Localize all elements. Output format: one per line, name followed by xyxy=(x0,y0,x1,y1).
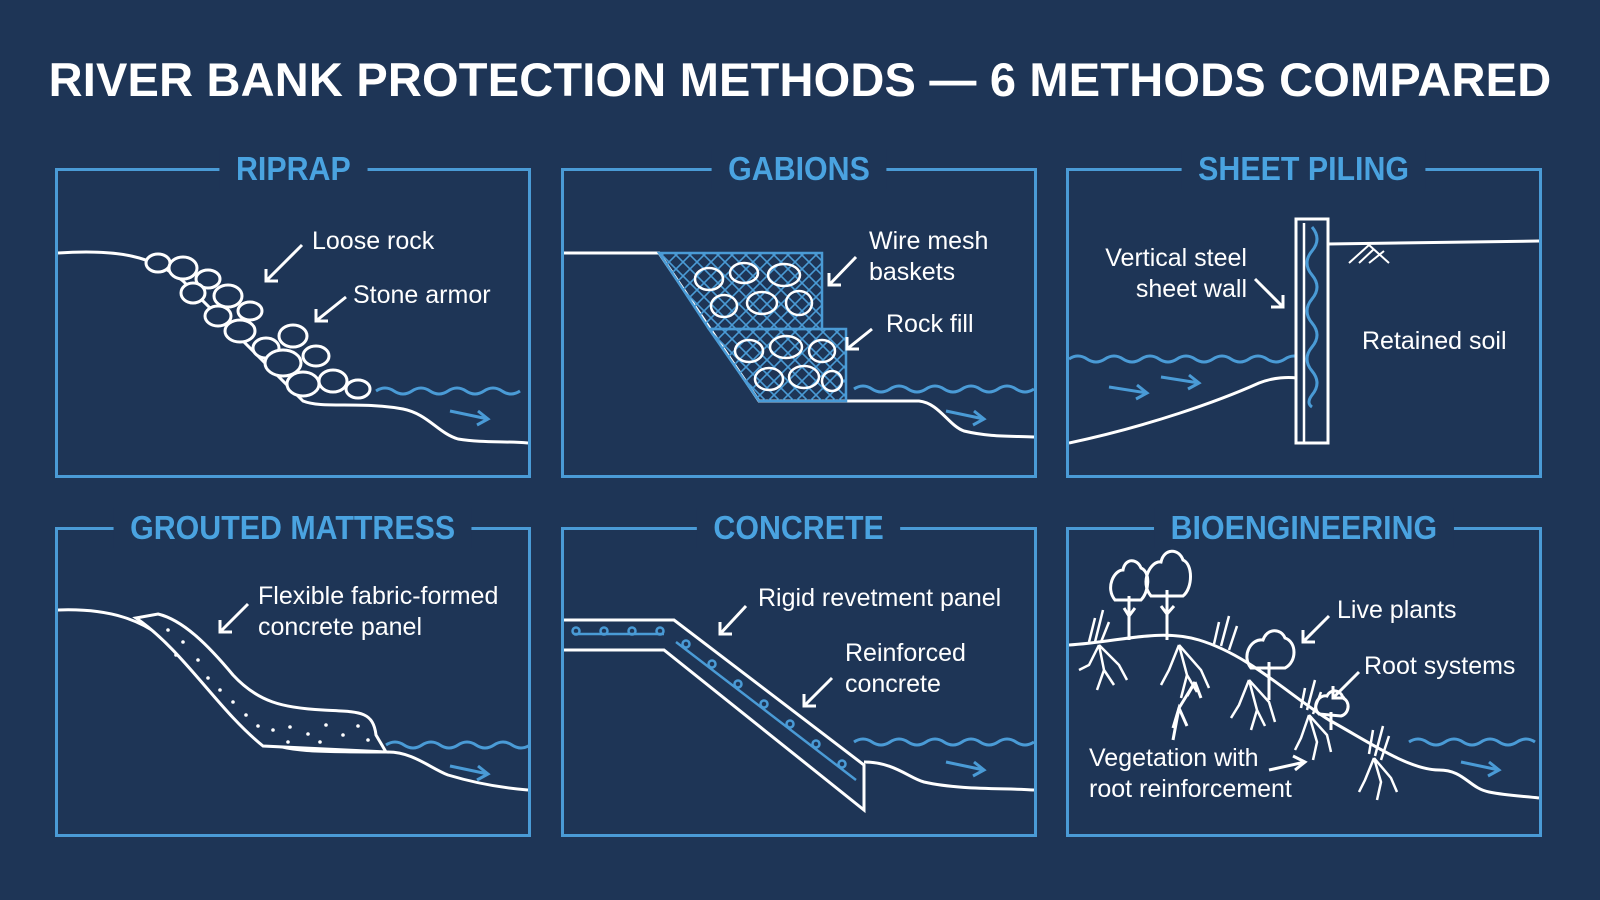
flow-arrow xyxy=(449,409,491,427)
panel-sheet-piling: SHEET PILING Vertical steel sheet wall R… xyxy=(1066,149,1542,478)
label-pointers xyxy=(218,602,250,634)
label-flexible-fabric-formed-concrete-panel: Flexible fabric-formed concrete panel xyxy=(258,582,499,641)
panel-concrete: CONCRETE Rigid revetment panel Reinforce… xyxy=(561,508,1037,837)
grouted-mattress-diagram xyxy=(58,602,528,792)
rock-armor xyxy=(144,252,372,400)
label-pointers xyxy=(718,604,834,708)
soil-hatch xyxy=(1348,243,1390,264)
water-surface xyxy=(1069,354,1304,364)
label-loose-rock: Loose rock xyxy=(312,227,435,255)
bioengineering-diagram xyxy=(1069,549,1539,801)
rock-fill xyxy=(693,261,844,393)
water-surface xyxy=(1408,737,1536,747)
page-title: RIVER BANK PROTECTION METHODS — 6 METHOD… xyxy=(48,53,1552,106)
panel-gabions: GABIONS Wire mesh baskets Rock xyxy=(561,149,1037,478)
concrete-diagram xyxy=(564,604,1034,814)
riprap-diagram xyxy=(58,243,528,445)
label-pointers xyxy=(1253,277,1285,309)
flow-arrow xyxy=(945,409,987,427)
panel-riprap: RIPRAP Loose rock Stone armor xyxy=(55,149,531,478)
gabions-diagram xyxy=(564,251,1034,439)
concrete-dots xyxy=(166,628,370,744)
label-pointers xyxy=(827,255,873,351)
flow-arrow xyxy=(945,760,987,778)
grass-tufts xyxy=(1087,609,1391,761)
flow-arrow xyxy=(1460,760,1502,778)
label-pointers xyxy=(1171,614,1361,772)
water-surface xyxy=(853,384,1034,394)
sheet-piling-diagram xyxy=(1069,217,1539,445)
label-retained-soil: Retained soil xyxy=(1362,327,1507,355)
root-systems xyxy=(1078,644,1399,801)
rebar-ties xyxy=(571,626,847,769)
label-vegetation-with-root-reinforcement: Vegetation with root reinforcement xyxy=(1089,744,1292,803)
label-root-systems: Root systems xyxy=(1364,652,1516,680)
label-vertical-steel-sheet-wall: Vertical steel sheet wall xyxy=(1105,244,1247,303)
reinforcement-bars xyxy=(574,632,857,781)
panel-grouted-mattress: GROUTED MATTRESS Flexible fabric-formed … xyxy=(55,508,531,837)
water-surface xyxy=(853,737,1034,747)
water-surface xyxy=(375,386,521,396)
label-reinforced-concrete: Reinforced concrete xyxy=(845,639,966,698)
water-surface xyxy=(385,740,528,750)
label-rigid-revetment-panel: Rigid revetment panel xyxy=(758,584,1002,612)
label-stone-armor: Stone armor xyxy=(353,281,491,309)
label-rock-fill: Rock fill xyxy=(886,310,974,338)
flow-arrows xyxy=(1108,373,1202,401)
tree-icons xyxy=(1109,549,1350,730)
label-pointers xyxy=(264,243,347,323)
label-wire-mesh-baskets: Wire mesh baskets xyxy=(869,227,989,286)
flow-arrow xyxy=(449,764,491,782)
panel-bioengineering: BIOENGINEERING xyxy=(1066,508,1542,837)
concrete-mattress xyxy=(132,612,389,754)
concrete-panel xyxy=(564,618,866,814)
label-live-plants: Live plants xyxy=(1337,596,1457,624)
sheet-pile-wall xyxy=(1294,217,1330,445)
